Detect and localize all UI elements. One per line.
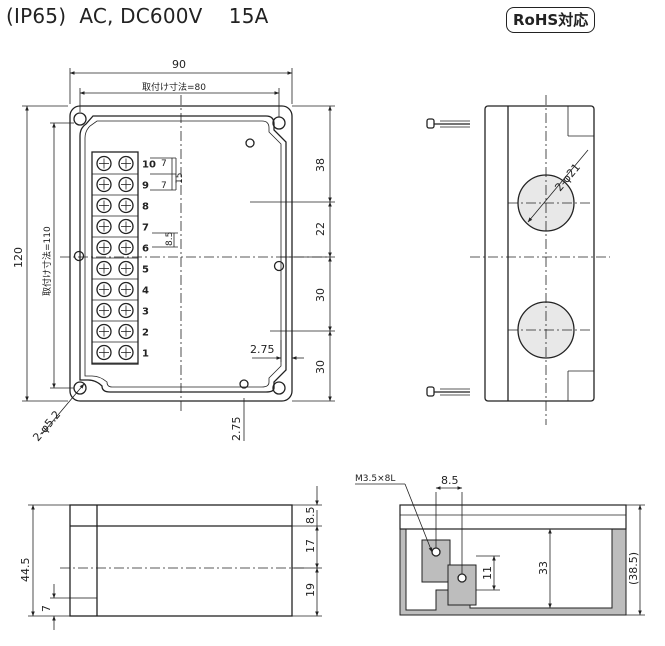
- dim-bottom-7: 7: [40, 605, 53, 612]
- mount-hole-top-right: [272, 116, 286, 130]
- terminal-row: 8: [92, 197, 149, 217]
- lid-screw-bottom: [239, 379, 249, 389]
- front-inner-seal-2: [84, 120, 282, 388]
- screw-label: M3.5×8L: [355, 474, 395, 484]
- dim-pitch-7a: 7: [161, 159, 167, 169]
- terminal-rows: 10 9 8 7 6 5 4 3 2 1: [92, 155, 156, 364]
- terminal-screw: [118, 218, 134, 235]
- mount-screw-bottom: [426, 386, 470, 397]
- lid-screw-top-right: [245, 138, 255, 148]
- terminal-screw: [96, 281, 112, 298]
- terminal-number: 9: [142, 181, 149, 192]
- terminal-number: 4: [142, 286, 149, 297]
- dim-right-30b: 30: [314, 360, 327, 374]
- bottom-view: 8.5 17 19 44.5 7: [19, 486, 322, 630]
- terminal-row: 10: [92, 155, 156, 175]
- dim-bottom-19: 19: [304, 583, 317, 597]
- dim-height-120: 120: [12, 247, 25, 268]
- terminal-row: 6: [92, 239, 149, 259]
- section-view: 8.5 M3.5×8L 11 33 (38.5): [355, 474, 645, 616]
- terminal-screw: [96, 302, 112, 319]
- dim-width-90: 90: [172, 58, 186, 71]
- terminal-screw: [118, 281, 134, 298]
- dim-pitch-15: 15: [175, 173, 185, 184]
- terminal-row: 4: [92, 281, 149, 301]
- dim-mount-height: 取付け寸法=110: [41, 226, 53, 296]
- mount-hole-top-left: [73, 112, 87, 126]
- dim-holes: 2-φ5.2: [30, 408, 63, 444]
- terminal-row: 2: [92, 323, 149, 343]
- terminal-number: 6: [142, 244, 149, 255]
- terminal-row: 1: [92, 344, 149, 364]
- terminal-screw: [118, 323, 134, 340]
- dim-bottom-8-5: 8.5: [304, 507, 317, 525]
- mount-hole-bottom-right: [272, 381, 286, 395]
- rohs-badge: RoHS対応: [506, 7, 596, 33]
- terminal-number: 3: [142, 307, 149, 318]
- dim-section-8-5: 8.5: [441, 474, 459, 487]
- side-body: [484, 105, 595, 402]
- terminal-screw: [96, 344, 112, 361]
- page-title: (IP65) AC, DC600V 15A: [6, 4, 269, 28]
- dim-margin-bottom: 2.75: [230, 417, 243, 442]
- terminal-number: 7: [142, 223, 149, 234]
- terminal-screw: [96, 155, 112, 172]
- terminal-screw: [96, 323, 112, 340]
- section-lid: [399, 504, 627, 530]
- terminal-screw: [96, 239, 112, 256]
- dim-right-38: 38: [314, 158, 327, 172]
- terminal-screw: [118, 197, 134, 214]
- terminal-number: 10: [142, 160, 156, 171]
- side-view: 2-φ21: [426, 95, 610, 425]
- dim-right-30a: 30: [314, 288, 327, 302]
- terminal-screw: [96, 218, 112, 235]
- dim-section-33: 33: [537, 561, 550, 575]
- terminal-screw: [118, 344, 134, 361]
- lid-screw-left: [73, 250, 85, 262]
- dim-bottom-44-5: 44.5: [19, 558, 32, 583]
- lid-screw-right: [273, 260, 285, 272]
- dim-pitch-7b: 7: [161, 181, 167, 191]
- dim-pitch-8-5: 8.5: [165, 232, 175, 246]
- dim-section-38-5: (38.5): [627, 552, 640, 585]
- dim-bottom-17: 17: [304, 539, 317, 553]
- terminal-number: 1: [142, 349, 149, 360]
- front-inner-seal: [79, 115, 287, 393]
- dim-margin-right: 2.75: [250, 343, 275, 356]
- terminal-row: 7: [92, 218, 149, 238]
- terminal-number: 2: [142, 328, 149, 339]
- terminal-row: 9: [92, 176, 149, 196]
- terminal-screw: [118, 239, 134, 256]
- dim-right-22: 22: [314, 222, 327, 236]
- mount-hole-bottom-left: [73, 381, 87, 395]
- dim-section-11: 11: [481, 566, 494, 580]
- terminal-number: 5: [142, 265, 149, 276]
- dim-mount-width: 取付け寸法=80: [142, 81, 206, 93]
- bottom-body: [69, 504, 293, 617]
- terminal-screw: [118, 155, 134, 172]
- terminal-screw: [118, 260, 134, 277]
- terminal-screw: [118, 176, 134, 193]
- front-view: 10 9 8 7 6 5 4 3 2 1 90 取付け寸法=80 120 取付け寸法=110: [12, 58, 335, 444]
- terminal-screw: [96, 197, 112, 214]
- terminal-screw: [96, 260, 112, 277]
- terminal-screw: [96, 176, 112, 193]
- terminal-row: 3: [92, 302, 149, 322]
- mount-screw-top: [426, 118, 470, 129]
- terminal-screw: [118, 302, 134, 319]
- terminal-row: 5: [92, 260, 149, 280]
- terminal-number: 8: [142, 202, 149, 213]
